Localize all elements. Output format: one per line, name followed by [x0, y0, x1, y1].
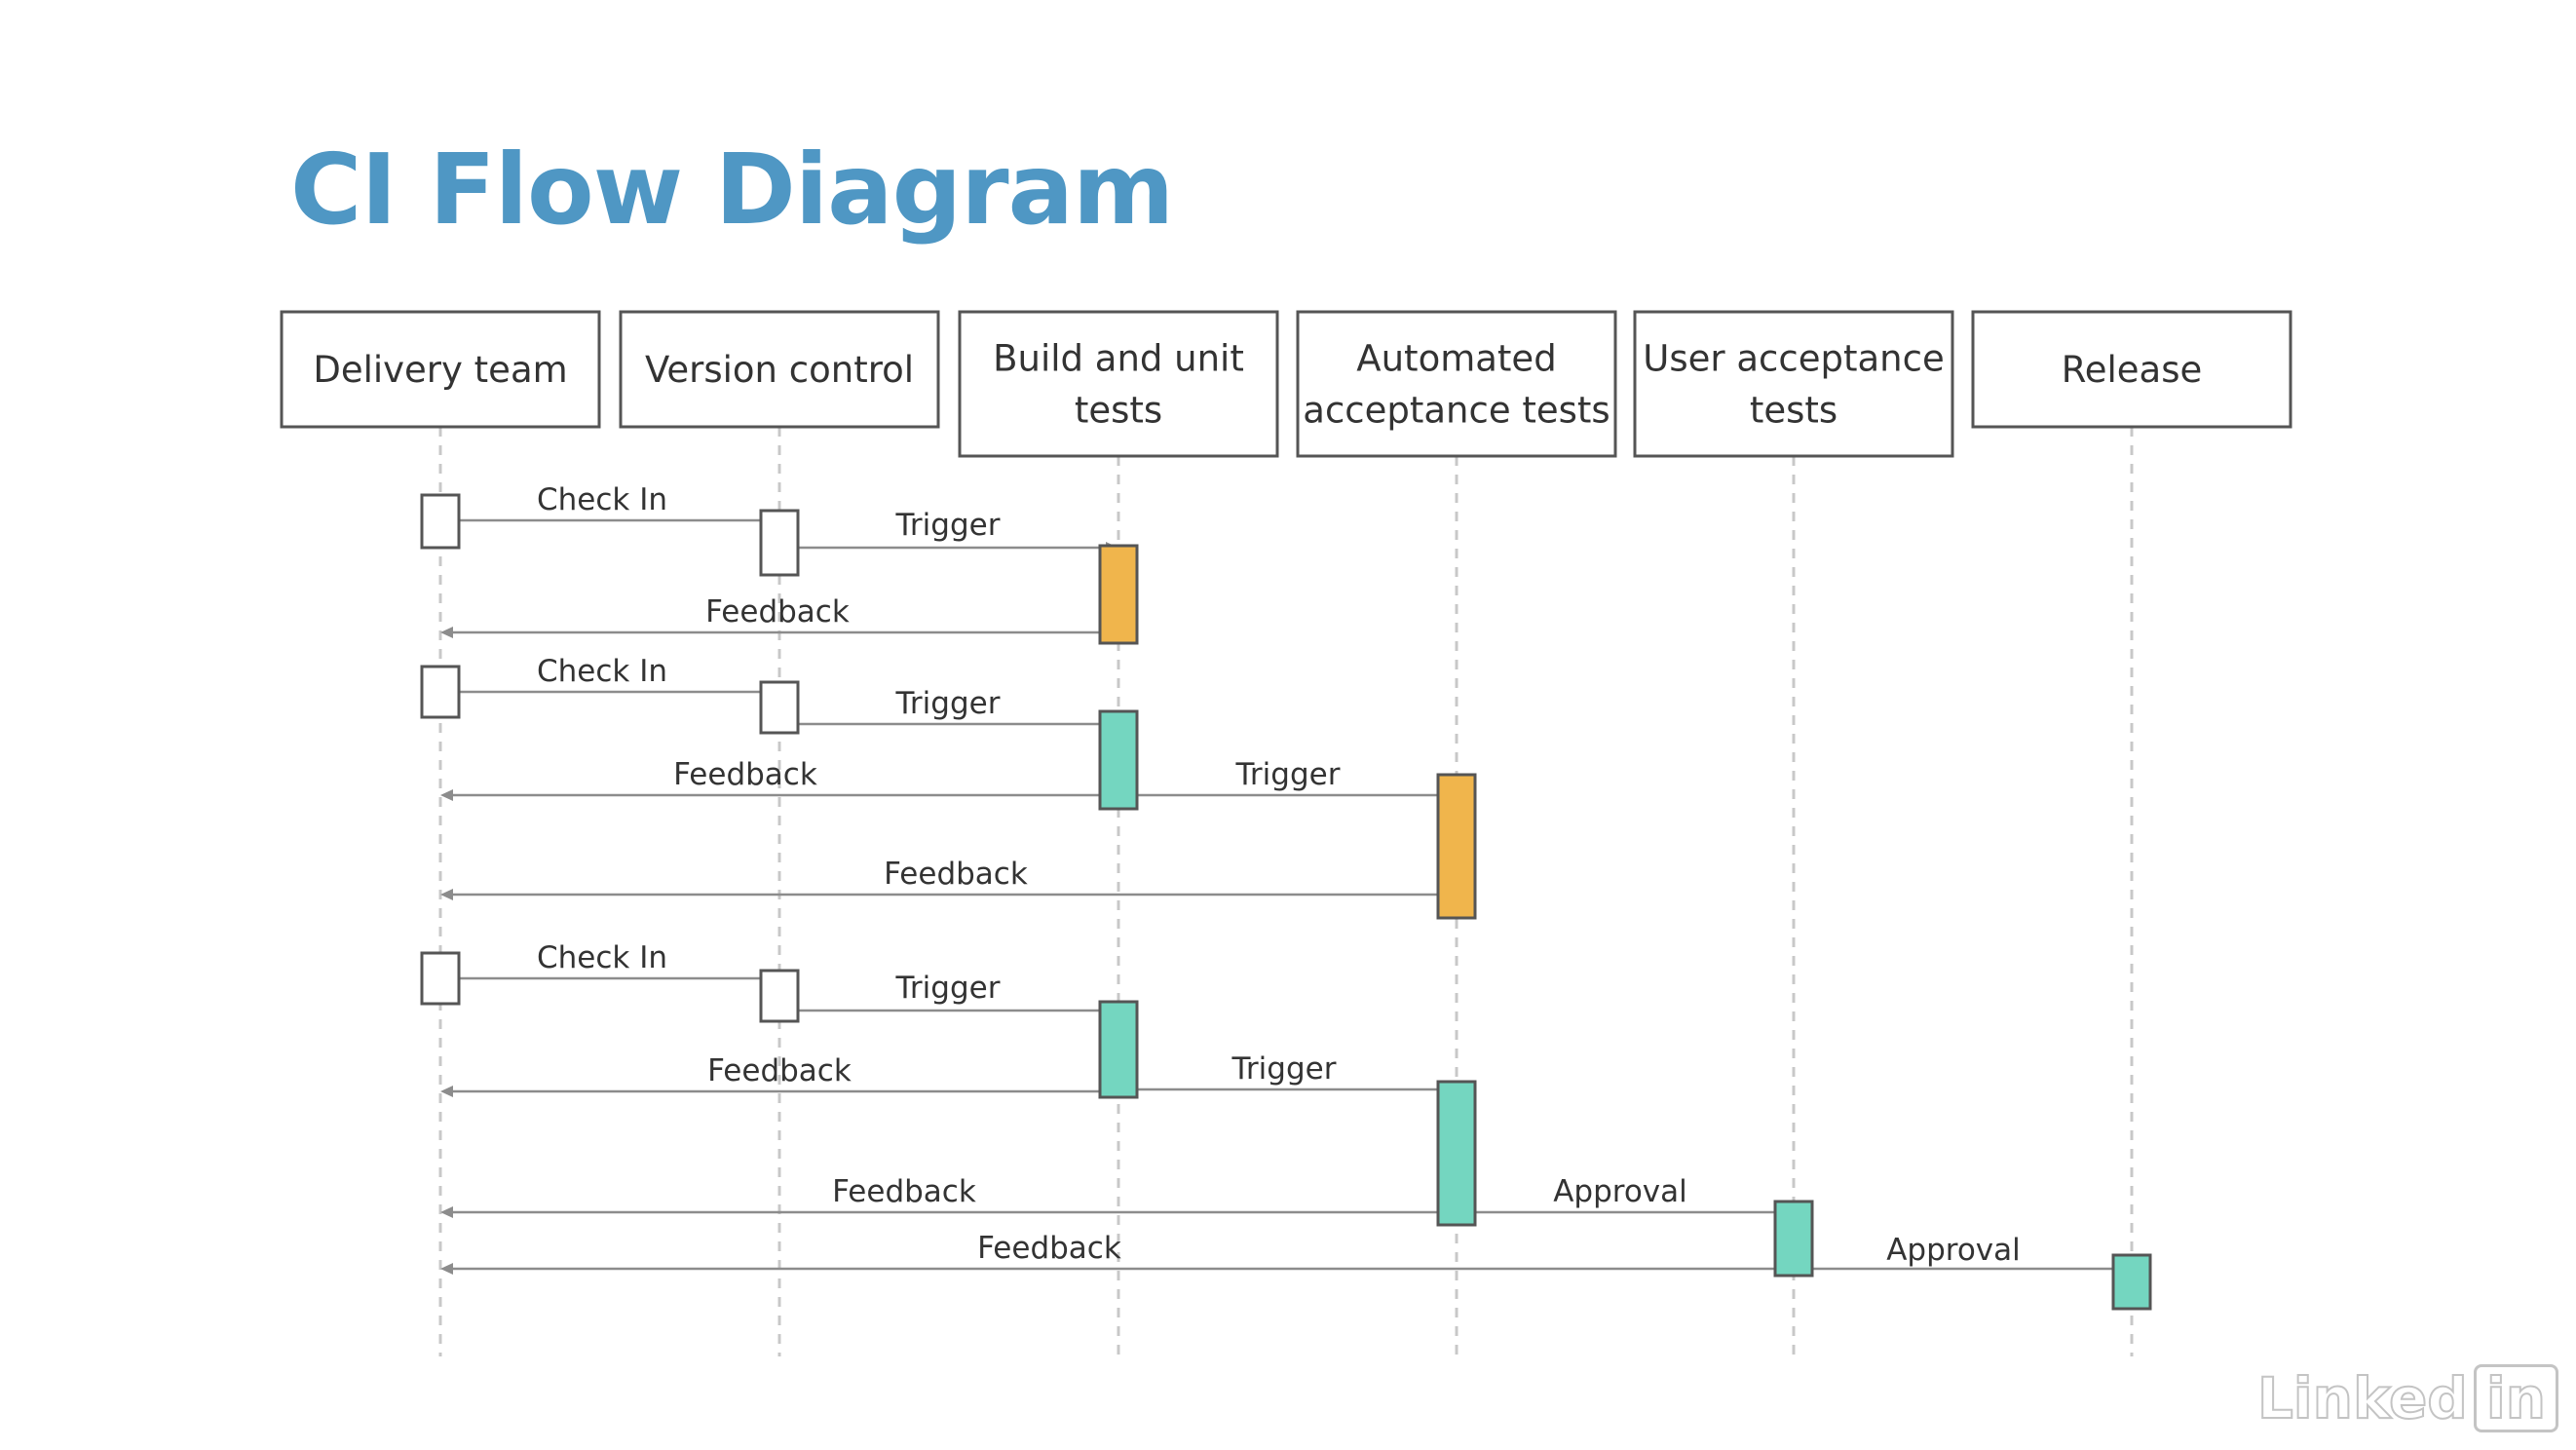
lane-label-uat: tests [1750, 390, 1837, 432]
message-trigger: Trigger [779, 686, 1118, 730]
lane-headers: Delivery team Version control Build and un… [280, 310, 2292, 458]
lane-box-release [1971, 310, 2292, 429]
page-title: CI Flow Diagram [290, 133, 1174, 247]
message-trigger: Trigger [779, 971, 1118, 1016]
lane-delivery: Delivery team [280, 310, 601, 429]
activation-vcs-empty [759, 969, 800, 1023]
message-check-in: Check In [440, 654, 779, 698]
activations [420, 493, 2152, 1311]
message-trigger: Trigger [779, 508, 1118, 553]
arrow-head-icon [440, 1263, 453, 1275]
message-approval: Approval [1457, 1174, 1794, 1218]
lane-uat: User acceptance tests [1633, 310, 1954, 458]
arrow-head-icon [440, 627, 453, 638]
lane-box-build [958, 310, 1279, 458]
lane-label-vcs: Version control [645, 349, 914, 391]
message-label: Trigger [895, 508, 1001, 543]
message-label: Approval [1553, 1174, 1687, 1209]
lane-acceptance: Automated acceptance tests [1296, 310, 1617, 458]
lane-label-release: Release [2062, 349, 2203, 391]
activation-build-running [1098, 544, 1139, 645]
message-label: Check In [537, 654, 667, 689]
message-label: Feedback [673, 757, 817, 792]
brand-box: in [2473, 1364, 2558, 1432]
message-label: Trigger [895, 686, 1001, 721]
lane-box-acceptance [1296, 310, 1617, 458]
lane-box-delivery [280, 310, 601, 429]
message-feedback: Feedback [440, 594, 1118, 638]
arrow-head-icon [440, 789, 453, 801]
activation-delivery-empty [420, 665, 461, 719]
message-label: Feedback [884, 857, 1028, 892]
activation-release-pass [2111, 1253, 2152, 1311]
activation-vcs-empty [759, 509, 800, 577]
arrow-head-icon [440, 889, 453, 900]
lifelines [438, 427, 2134, 1356]
arrow-head-icon [440, 1086, 453, 1097]
lane-label-delivery: Delivery team [313, 349, 567, 391]
message-feedback: Feedback [440, 1053, 1118, 1097]
activation-vcs-empty [759, 680, 800, 735]
message-label: Feedback [707, 1053, 852, 1088]
message-label: Approval [1886, 1233, 2021, 1268]
message-check-in: Check In [440, 482, 779, 526]
message-feedback: Feedback [440, 857, 1457, 900]
message-feedback: Feedback [440, 757, 1118, 801]
arrow-head-icon [440, 1206, 453, 1218]
lane-vcs: Version control [619, 310, 940, 429]
activation-acceptance-running [1436, 773, 1477, 920]
message-label: Feedback [705, 594, 850, 630]
activation-acceptance-pass [1436, 1080, 1477, 1227]
activation-delivery-empty [420, 493, 461, 550]
message-trigger: Trigger [1118, 1051, 1457, 1095]
lane-box-uat [1633, 310, 1954, 458]
message-label: Check In [537, 482, 667, 517]
lane-label-acceptance: Automated [1356, 338, 1556, 380]
activation-delivery-empty [420, 951, 461, 1006]
lane-build: Build and unit tests [958, 310, 1279, 458]
message-label: Trigger [1235, 757, 1341, 792]
message-approval: Approval [1794, 1233, 2132, 1275]
message-check-in: Check In [440, 940, 779, 984]
message-label: Trigger [895, 971, 1001, 1006]
message-label: Trigger [1231, 1051, 1337, 1087]
activation-uat-pass [1773, 1200, 1814, 1278]
activation-build-pass [1098, 1000, 1139, 1099]
lane-label-build: tests [1075, 390, 1162, 432]
linkedin-logo: Linked in [2256, 1364, 2558, 1432]
message-trigger: Trigger [1118, 757, 1457, 801]
message-label: Feedback [977, 1231, 1121, 1266]
lane-release: Release [1971, 310, 2292, 429]
lane-label-build: Build and unit [993, 338, 1244, 380]
message-label: Check In [537, 940, 667, 975]
brand-text: Linked [2256, 1364, 2469, 1432]
lane-label-uat: User acceptance [1643, 338, 1944, 380]
message-feedback: Feedback [440, 1174, 1457, 1218]
message-label: Feedback [832, 1174, 976, 1209]
activation-build-pass [1098, 709, 1139, 811]
lane-box-vcs [619, 310, 940, 429]
lane-label-acceptance: acceptance tests [1303, 390, 1610, 432]
message-feedback: Feedback [440, 1231, 1794, 1275]
